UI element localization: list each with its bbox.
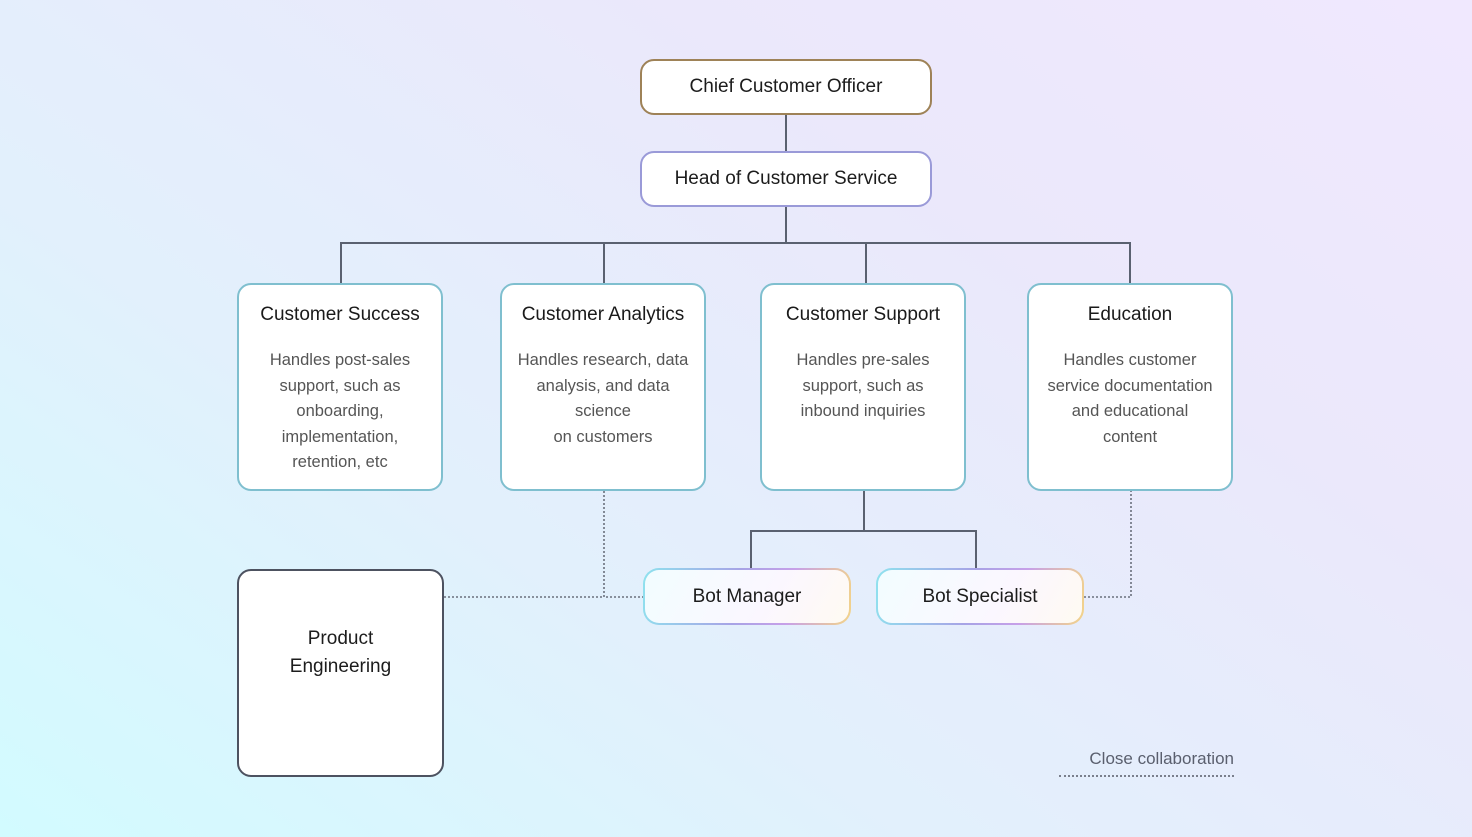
node-product-engineering[interactable]: Product Engineering — [237, 569, 444, 777]
node-description: Handles pre-sales support, such as inbou… — [796, 351, 930, 420]
node-label: Bot Manager — [692, 585, 802, 607]
node-title: Customer Support — [785, 304, 941, 325]
node-description: Handles customer service documentation a… — [1047, 351, 1213, 446]
dotted-edge-analytics-bot-manager — [603, 491, 643, 598]
node-description: Handles research, data analysis, and dat… — [517, 351, 689, 446]
node-bot-specialist[interactable]: Bot Specialist — [876, 568, 1084, 625]
legend-close-collaboration: Close collaboration — [1059, 749, 1234, 777]
node-label: Bot Specialist — [922, 585, 1038, 607]
node-description: Handles post-sales support, such as onbo… — [269, 351, 411, 471]
node-education[interactable]: Education Handles customer service docum… — [1027, 283, 1233, 491]
legend-label: Close collaboration — [1089, 749, 1234, 768]
node-customer-analytics[interactable]: Customer Analytics Handles research, dat… — [500, 283, 706, 491]
node-bot-manager[interactable]: Bot Manager — [643, 568, 851, 625]
node-title: Customer Analytics — [521, 304, 685, 325]
node-head-of-customer-service[interactable]: Head of Customer Service — [640, 151, 932, 207]
node-label: Head of Customer Service — [674, 168, 898, 189]
node-label: Product Engineering — [289, 628, 392, 677]
node-title: Customer Success — [260, 304, 420, 325]
node-customer-success[interactable]: Customer Success Handles post-sales supp… — [237, 283, 443, 491]
node-title: Education — [1087, 304, 1173, 325]
node-chief-customer-officer[interactable]: Chief Customer Officer — [640, 59, 932, 115]
dotted-edge-education-bot-specialist — [1084, 491, 1132, 598]
node-customer-support[interactable]: Customer Support Handles pre-sales suppo… — [760, 283, 966, 491]
node-label: Chief Customer Officer — [689, 76, 883, 97]
